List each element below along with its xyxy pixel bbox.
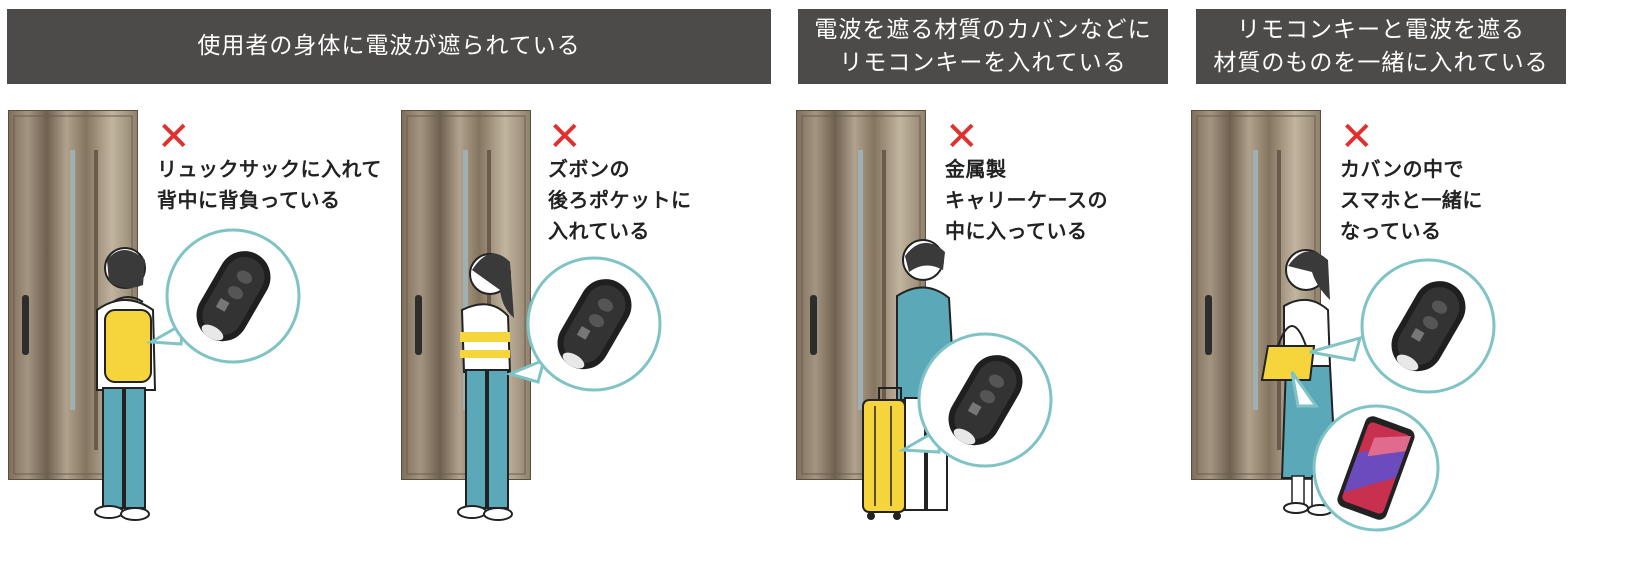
tote-bag-icon — [1260, 325, 1316, 381]
cross-mark: ✕ — [945, 114, 979, 160]
backpack-icon — [104, 296, 152, 383]
person-icon — [457, 253, 514, 521]
scene-backpack-illustration — [8, 110, 301, 521]
scene-back-pocket-illustration — [401, 110, 662, 521]
scene-caption: 金属製 キャリーケースの 中に入っている — [945, 157, 1108, 243]
scene-suitcase: ✕ 金属製 キャリーケースの 中に入っている — [793, 110, 1193, 550]
scene-tote-bag: ✕ カバンの中で スマホと一緒に なっている — [1188, 110, 1588, 550]
scene-caption: リュックサックに入れて 背中に背負っている — [157, 157, 382, 212]
smartphone-icon — [1337, 416, 1415, 520]
scene-back-pocket: ✕ ズボンの 後ろポケットに 入れている — [398, 110, 798, 550]
header-bag-blocking: 電波を遮る材質のカバンなどに リモコンキーを入れている — [798, 9, 1168, 84]
scene-backpack: ✕ リュックサックに入れて 背中に背負っている — [5, 110, 405, 550]
header-item-blocking: リモコンキーと電波を遮る 材質のものを一緒に入れている — [1196, 9, 1566, 84]
header-body-blocking: 使用者の身体に電波が遮られている — [7, 9, 771, 84]
scene-suitcase-illustration — [796, 110, 1053, 520]
scene-caption: ズボンの 後ろポケットに 入れている — [548, 157, 692, 243]
cross-mark: ✕ — [157, 114, 191, 160]
scene-caption: カバンの中で スマホと一緒に なっている — [1340, 157, 1483, 243]
suitcase-icon — [862, 387, 906, 520]
cross-mark: ✕ — [1340, 114, 1374, 160]
cross-mark: ✕ — [548, 114, 582, 160]
scene-tote-bag-illustration — [1191, 110, 1496, 532]
